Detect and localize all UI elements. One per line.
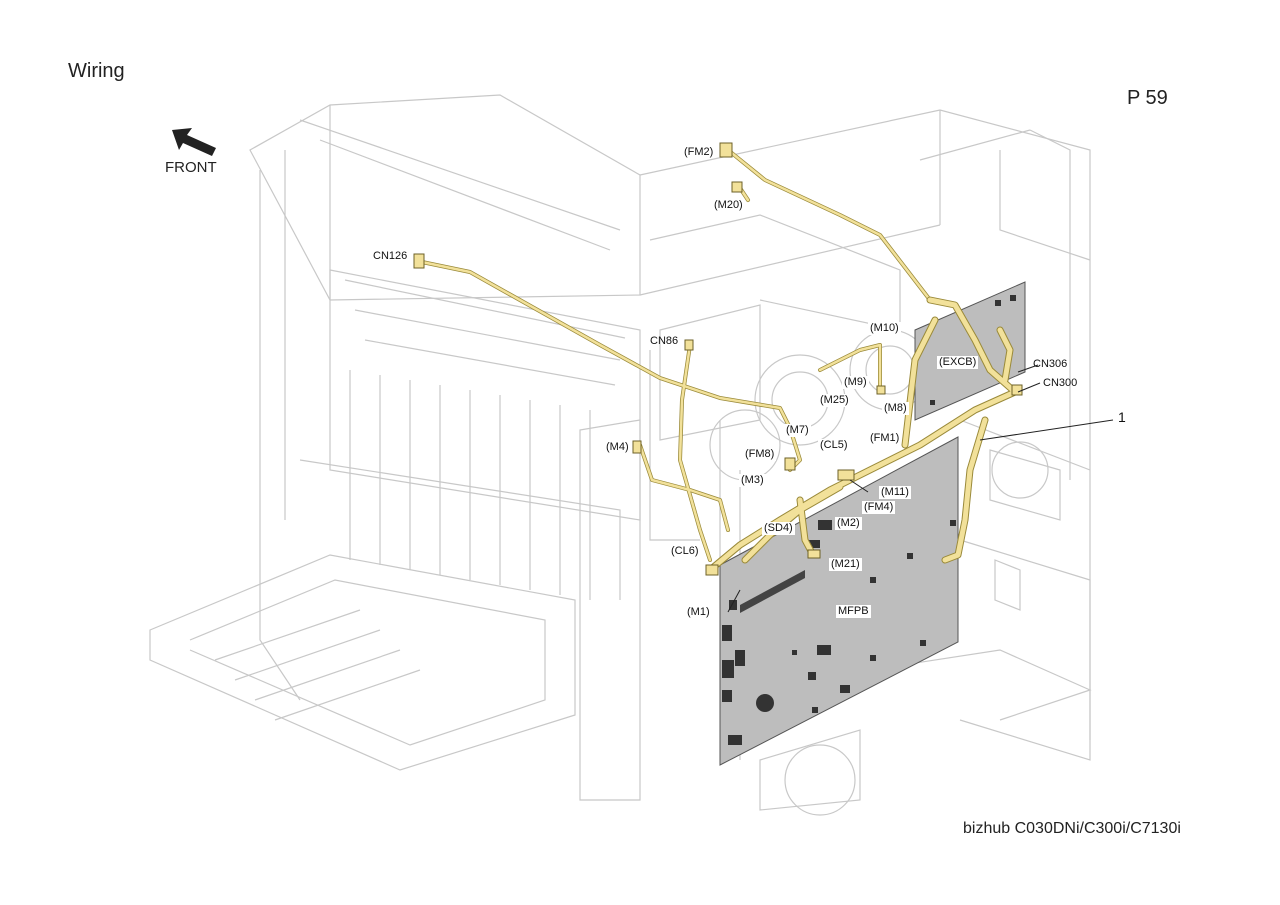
callout-cn306: CN306 (1033, 358, 1068, 370)
front-label: FRONT (165, 159, 217, 176)
front-arrow-icon (172, 128, 216, 156)
callout-cn126: CN126 (373, 250, 408, 262)
callout-m11: (M11) (879, 486, 911, 499)
excb-board (914, 281, 1026, 421)
mfpb-board (719, 436, 959, 766)
page-number: P 59 (1127, 87, 1168, 109)
callout-fm8: (FM8) (743, 448, 777, 461)
callout-m8: (M8) (882, 402, 909, 415)
callout-m7: (M7) (784, 424, 811, 437)
callout-sd4: (SD4) (762, 522, 795, 535)
model-footer: bizhub C030DNi/C300i/C7130i (963, 820, 1181, 837)
callout-m3: (M3) (739, 474, 766, 487)
callout-m4: (M4) (606, 441, 629, 453)
leader-lines (727, 364, 1114, 613)
callout-cl6: (CL6) (669, 545, 701, 558)
callout-m2: (M2) (835, 517, 862, 530)
machine-frame (149, 94, 1092, 816)
callout-fm4: (FM4) (862, 501, 896, 514)
callout-m21: (M21) (829, 558, 862, 571)
page-title: Wiring (68, 60, 125, 82)
callout-m1: (M1) (685, 606, 712, 619)
callout-mfpb: MFPB (836, 605, 871, 618)
wire-harness-thin (420, 148, 932, 562)
callout-item-1: 1 (1118, 409, 1126, 425)
callout-cn300: CN300 (1043, 377, 1078, 389)
connectors (413, 142, 1023, 576)
callout-fm1: (FM1) (868, 432, 902, 445)
callout-m25: (M25) (818, 394, 851, 407)
callout-cn86: CN86 (650, 335, 679, 347)
callout-fm2: (FM2) (684, 146, 714, 158)
callout-excb: (EXCB) (937, 356, 979, 369)
callout-cl5: (CL5) (818, 439, 850, 452)
callout-m20: (M20) (714, 199, 743, 211)
callout-m10: (M10) (868, 322, 901, 335)
callout-m9: (M9) (842, 376, 869, 389)
